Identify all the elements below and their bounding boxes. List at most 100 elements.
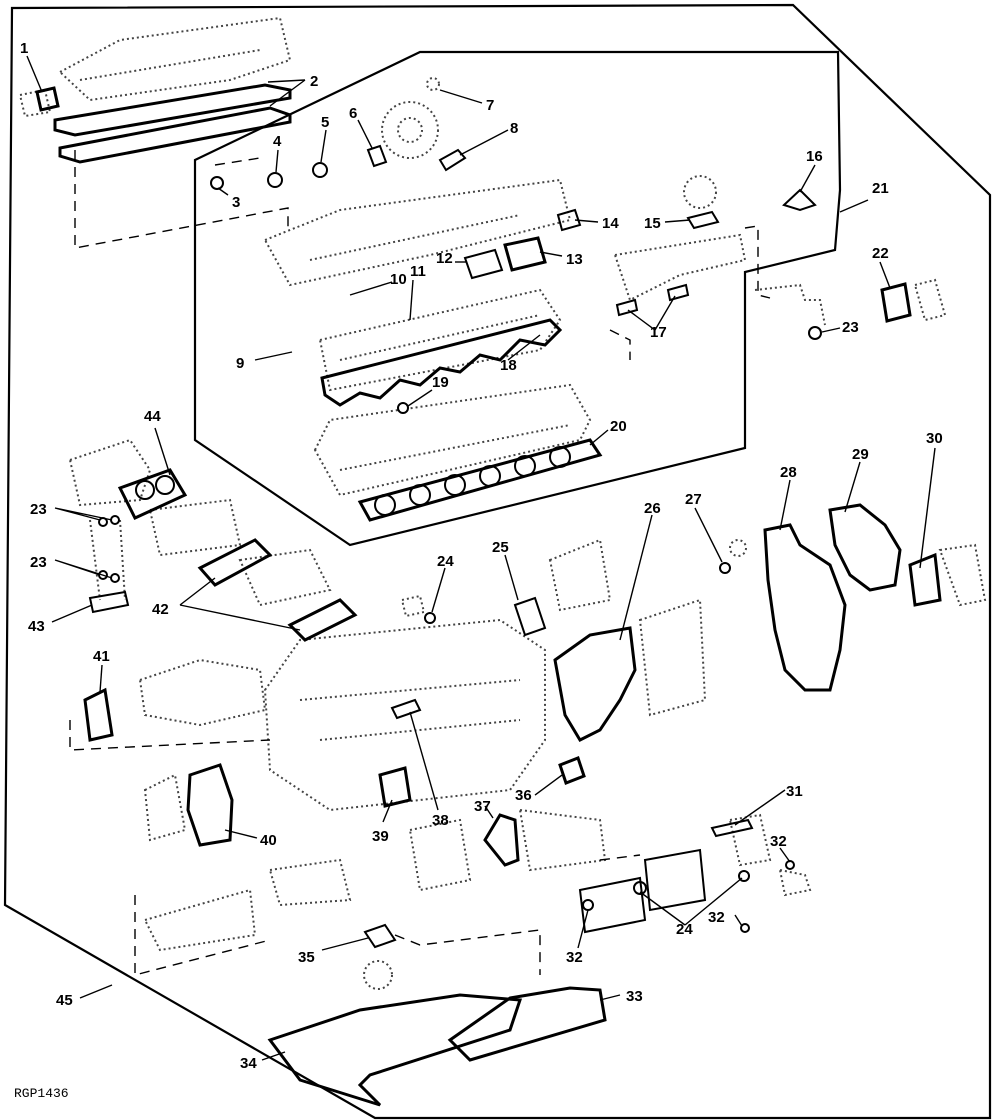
part-8-gasket <box>438 148 467 172</box>
part-16-gasket <box>782 188 817 212</box>
part-30-gasket <box>908 552 942 607</box>
callout-44: 44 <box>144 408 161 425</box>
part-18-intake-gasket <box>320 318 563 407</box>
dashed-association-lines <box>69 150 771 976</box>
callout-11: 11 <box>410 263 426 280</box>
callout-26: 26 <box>644 500 661 517</box>
part-23-o-ring-left-b <box>110 515 120 525</box>
callout-21: 21 <box>872 180 889 197</box>
part-23-o-ring-left-d <box>110 573 120 583</box>
part-12-gasket <box>463 248 504 280</box>
part-38-gasket <box>390 698 422 720</box>
part-41-gasket <box>83 687 114 742</box>
callout-23-left-upper: 23 <box>30 501 47 518</box>
part-23-o-ring <box>808 326 822 340</box>
part-42-gasket-b <box>287 598 358 642</box>
part-33-oil-pan-gasket <box>447 986 607 1062</box>
callout-31: 31 <box>786 783 803 800</box>
callout-18: 18 <box>500 357 517 374</box>
callout-43: 43 <box>28 618 45 635</box>
callout-41: 41 <box>93 648 110 665</box>
callout-12: 12 <box>436 250 453 267</box>
part-32-o-ring-c <box>785 860 795 870</box>
callout-25: 25 <box>492 539 509 556</box>
part-43-gasket <box>88 590 130 614</box>
part-29-gasket <box>828 503 902 592</box>
callout-2: 2 <box>310 73 318 90</box>
callout-22: 22 <box>872 245 889 262</box>
callout-35: 35 <box>298 949 315 966</box>
callout-37: 37 <box>474 798 491 815</box>
part-27-o-ring <box>719 562 731 574</box>
part-17-gasket-b <box>666 283 690 302</box>
part-4-o-ring <box>267 172 283 188</box>
callout-29: 29 <box>852 446 869 463</box>
callout-15: 15 <box>644 215 661 232</box>
part-32-o-ring-b <box>740 923 750 933</box>
leader-lines <box>26 55 936 1061</box>
callout-7: 7 <box>486 97 494 114</box>
callout-9: 9 <box>236 355 244 372</box>
callout-23-right: 23 <box>842 319 859 336</box>
part-39-gasket <box>378 766 412 808</box>
part-34-oil-pan-gasket <box>267 993 523 1107</box>
callout-34: 34 <box>240 1055 257 1072</box>
callout-6: 6 <box>349 105 357 122</box>
part-6-gasket <box>366 144 388 168</box>
part-17-gasket <box>615 298 639 317</box>
part-26-front-plate-gasket <box>553 626 637 742</box>
callout-17: 17 <box>650 324 667 341</box>
callout-1: 1 <box>20 40 28 57</box>
part-22-gasket <box>880 282 912 323</box>
callout-3: 3 <box>232 194 240 211</box>
callout-14: 14 <box>602 215 619 232</box>
part-28-timing-cover-gasket <box>763 523 847 692</box>
part-37-gasket <box>483 813 520 867</box>
cylinder-head-group-outline <box>193 50 842 547</box>
callout-40: 40 <box>260 832 277 849</box>
callout-24-lower: 24 <box>676 921 693 938</box>
callout-33: 33 <box>626 988 643 1005</box>
part-19-o-ring <box>397 402 409 414</box>
part-15-gasket <box>686 210 720 230</box>
part-24-o-ring <box>424 612 436 624</box>
callout-38: 38 <box>432 812 449 829</box>
gasket-parts <box>35 83 942 1107</box>
callout-labels: 1 2 3 4 5 6 7 8 9 10 11 12 13 14 15 16 1… <box>20 40 943 1072</box>
callout-23-left-lower: 23 <box>30 554 47 571</box>
callout-5: 5 <box>321 114 329 131</box>
callout-32-right: 32 <box>708 909 725 926</box>
callout-4: 4 <box>273 133 282 150</box>
part-31-gasket <box>710 818 754 838</box>
callout-8: 8 <box>510 120 518 137</box>
callout-19: 19 <box>432 374 449 391</box>
part-1-gasket <box>35 86 60 112</box>
part-2-rocker-cover-gasket-lower <box>58 106 292 164</box>
callout-20: 20 <box>610 418 627 435</box>
part-20-head-gasket <box>357 438 603 522</box>
callout-39: 39 <box>372 828 389 845</box>
callout-32-top: 32 <box>770 833 787 850</box>
callout-16: 16 <box>806 148 823 165</box>
part-42-gasket-a <box>197 538 273 587</box>
part-35-gasket <box>363 923 397 949</box>
callout-27: 27 <box>685 491 702 508</box>
part-2-rocker-cover-gasket <box>53 83 292 137</box>
callout-28: 28 <box>780 464 797 481</box>
part-40-gasket <box>186 763 234 847</box>
part-5-o-ring <box>312 162 328 178</box>
part-13-gasket <box>503 236 547 272</box>
part-44-gasket <box>117 468 188 520</box>
callout-30: 30 <box>926 430 943 447</box>
part-25-gasket <box>513 596 547 637</box>
callout-32-left: 32 <box>566 949 583 966</box>
part-36-gasket <box>558 756 586 785</box>
callout-10: 10 <box>390 271 407 288</box>
kit-outline <box>3 3 992 1120</box>
callout-13: 13 <box>566 251 583 268</box>
part-32-o-ring-a <box>582 899 594 911</box>
callout-45-kit: 45 <box>56 992 73 1009</box>
part-3-o-ring <box>210 176 224 190</box>
ghost-components <box>18 16 987 990</box>
